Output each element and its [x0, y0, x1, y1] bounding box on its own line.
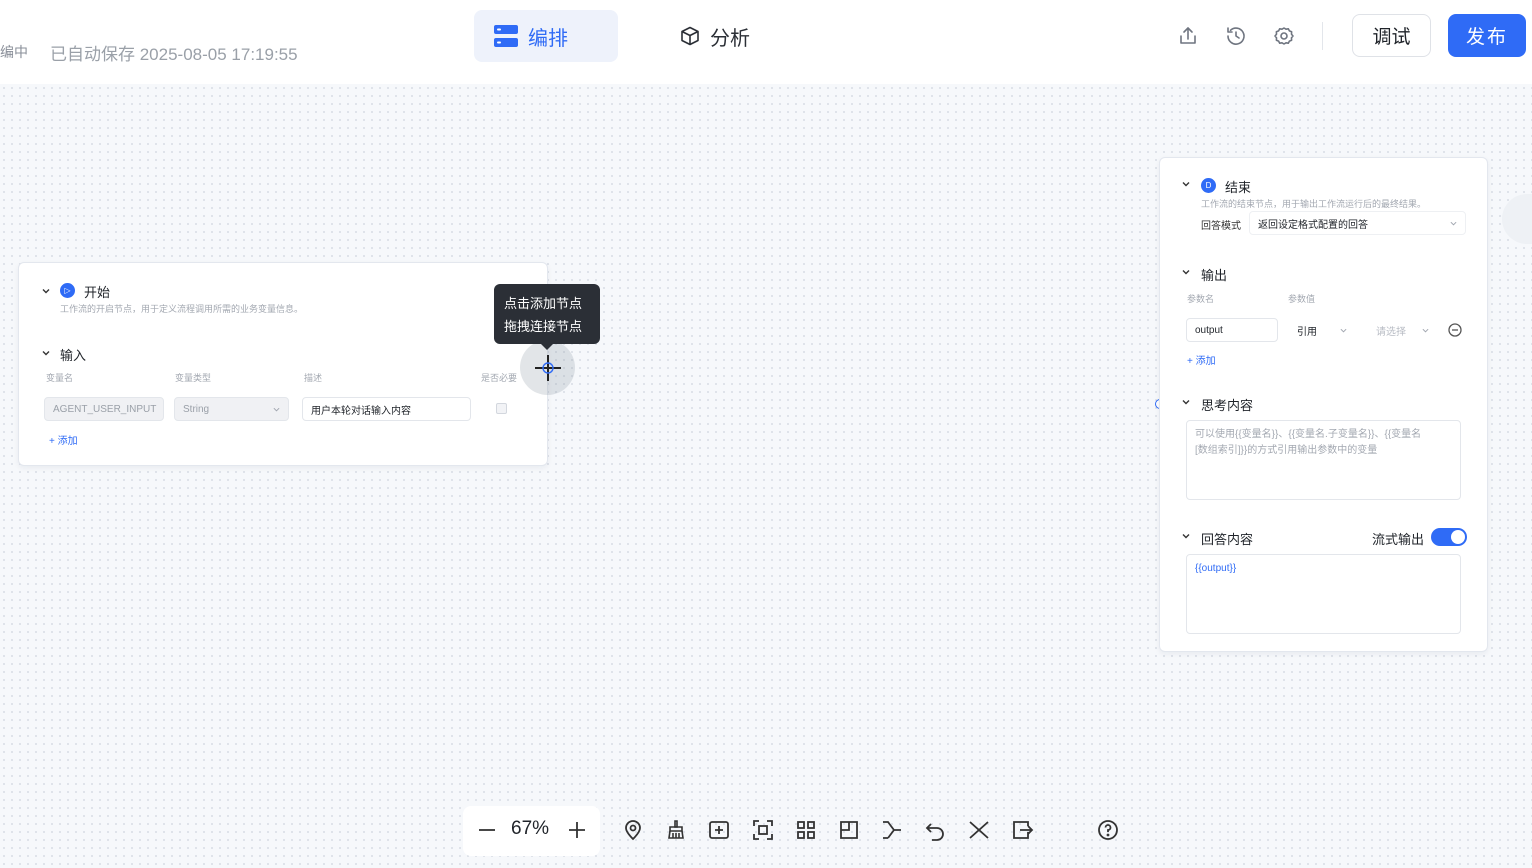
start-node-desc: 工作流的开启节点，用于定义流程调用所需的业务变量信息。: [60, 304, 304, 314]
end-node-desc: 工作流的结束节点，用于输出工作流运行后的最终结果。: [1201, 199, 1427, 209]
minimap-icon[interactable]: [837, 818, 861, 842]
var-name-field: AGENT_USER_INPUT: [44, 397, 164, 421]
locate-icon[interactable]: [621, 818, 645, 842]
var-desc-value: 用户本轮对话输入内容: [311, 405, 411, 417]
col-desc: 描述: [304, 373, 323, 383]
publish-button[interactable]: 发布: [1448, 14, 1526, 57]
zoom-in-icon[interactable]: [565, 818, 589, 842]
orchestrate-icon: [494, 25, 518, 47]
plus-icon: [534, 354, 561, 381]
output-ref-value: 引用: [1297, 326, 1317, 338]
var-name-value: AGENT_USER_INPUT: [53, 403, 157, 415]
add-variable-label: 添加: [57, 436, 78, 447]
layout-icon[interactable]: [794, 818, 818, 842]
fit-view-icon[interactable]: [751, 818, 775, 842]
canvas-side-handle[interactable]: [1502, 194, 1532, 244]
chevron-down-icon: [273, 407, 280, 412]
start-node[interactable]: ▷ 开始 工作流的开启节点，用于定义流程调用所需的业务变量信息。 输入 变量名 …: [18, 262, 548, 466]
autosave-status: 已自动保存 2025-08-05 17:19:55: [50, 45, 298, 64]
add-node-tooltip: 点击添加节点 拖拽连接节点: [494, 284, 600, 350]
required-checkbox: [496, 403, 507, 414]
output-section-title: 输出: [1201, 268, 1228, 283]
help-icon[interactable]: [1096, 818, 1120, 842]
chevron-down-icon[interactable]: [41, 348, 51, 358]
thinking-placeholder-line2: [数组索引]}}的方式引用输出参数中的变量: [1195, 445, 1378, 456]
output-value-placeholder: 请选择: [1376, 326, 1406, 338]
stream-output-label: 流式输出: [1372, 532, 1425, 547]
start-node-title: 开始: [84, 285, 111, 300]
end-node-badge: D: [1201, 178, 1216, 193]
chevron-down-icon: [1340, 328, 1347, 333]
chevron-down-icon[interactable]: [1181, 531, 1191, 541]
answer-section-title: 回答内容: [1201, 532, 1254, 547]
chevron-down-icon: [1450, 221, 1457, 226]
output-value-select[interactable]: 请选择: [1367, 318, 1438, 342]
clean-icon[interactable]: [664, 818, 688, 842]
answer-mode-select[interactable]: 返回设定格式配置的回答: [1249, 211, 1466, 235]
upload-icon[interactable]: [1176, 24, 1200, 48]
export-icon[interactable]: [1010, 818, 1034, 842]
settings-icon[interactable]: [1272, 24, 1296, 48]
answer-mode-label: 回答模式: [1201, 221, 1241, 232]
add-variable-button[interactable]: + 添加: [49, 436, 78, 447]
thinking-placeholder-line1: 可以使用{{变量名}}、{{变量名.子变量名}}、{{变量名: [1195, 429, 1422, 440]
stream-output-toggle[interactable]: [1431, 528, 1467, 546]
end-node[interactable]: D 结束 工作流的结束节点，用于输出工作流运行后的最终结果。 回答模式 返回设定…: [1159, 157, 1488, 652]
end-node-title: 结束: [1225, 180, 1252, 195]
tab-orchestrate-label: 编排: [528, 27, 568, 50]
col-param-name: 参数名: [1187, 294, 1215, 304]
tooltip-line-drag: 拖拽连接节点: [504, 319, 583, 334]
zoom-level[interactable]: 67%: [511, 818, 550, 839]
tab-analyze[interactable]: 分析: [660, 10, 770, 62]
collapse-icon[interactable]: [967, 818, 991, 842]
col-var-name: 变量名: [46, 373, 74, 383]
answer-content-input[interactable]: {{output}}: [1186, 554, 1461, 634]
add-output-button[interactable]: + 添加: [1187, 356, 1216, 367]
connector-icon[interactable]: [880, 818, 904, 842]
var-desc-field[interactable]: 用户本轮对话输入内容: [302, 397, 471, 421]
thinking-section-title: 思考内容: [1201, 398, 1254, 413]
answer-content-value: {{output}}: [1195, 563, 1237, 574]
undo-icon[interactable]: [923, 818, 947, 842]
output-name-value: output: [1195, 324, 1223, 336]
history-icon[interactable]: [1224, 24, 1248, 48]
remove-circle-icon[interactable]: [1448, 323, 1462, 337]
answer-mode-value: 返回设定格式配置的回答: [1258, 219, 1368, 231]
col-var-type: 变量类型: [175, 373, 212, 383]
add-node-icon[interactable]: [707, 818, 731, 842]
chevron-down-icon[interactable]: [41, 286, 51, 296]
output-ref-select[interactable]: 引用: [1288, 318, 1356, 342]
tab-orchestrate[interactable]: 编排: [474, 10, 618, 62]
zoom-out-icon[interactable]: [475, 818, 499, 842]
add-output-label: 添加: [1195, 356, 1216, 367]
chevron-down-icon[interactable]: [1181, 397, 1191, 407]
chevron-down-icon[interactable]: [1181, 267, 1191, 277]
chevron-down-icon: [1422, 328, 1429, 333]
var-type-value: String: [183, 403, 210, 415]
chevron-down-icon[interactable]: [1181, 179, 1191, 189]
tab-analyze-label: 分析: [710, 27, 750, 50]
start-node-badge: ▷: [60, 283, 75, 298]
var-type-select: String: [174, 397, 289, 421]
thinking-content-input[interactable]: 可以使用{{变量名}}、{{变量名.子变量名}}、{{变量名 [数组索引]}}的…: [1186, 420, 1461, 500]
header-divider: [1322, 22, 1323, 50]
col-required: 是否必要: [481, 373, 518, 383]
editing-status: 编中: [0, 44, 28, 60]
input-section-title: 输入: [60, 348, 87, 363]
debug-button[interactable]: 调试: [1352, 14, 1431, 57]
col-param-value: 参数值: [1288, 294, 1316, 304]
top-header: 编中 已自动保存 2025-08-05 17:19:55 编排 分析 调试 发布: [0, 0, 1532, 84]
cube-icon: [681, 26, 699, 46]
output-name-field[interactable]: output: [1186, 318, 1278, 342]
tooltip-line-click: 点击添加节点: [504, 296, 583, 311]
